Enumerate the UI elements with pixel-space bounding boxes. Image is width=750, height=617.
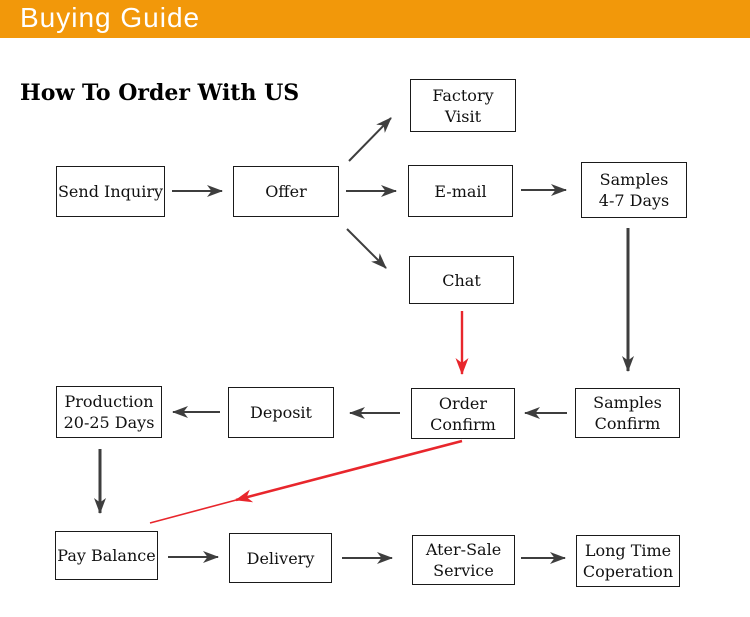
node-ater-sale-service-label: Ater-Sale Service xyxy=(425,540,502,580)
banner: Buying Guide xyxy=(0,0,750,38)
node-offer-label: Offer xyxy=(265,182,307,201)
node-offer: Offer xyxy=(233,166,339,217)
node-ater-sale-service: Ater-Sale Service xyxy=(412,535,515,585)
node-email: E-mail xyxy=(408,165,513,217)
node-factory-visit: Factory Visit xyxy=(410,79,516,132)
node-order-confirm-label: Order Confirm xyxy=(430,393,496,434)
banner-title: Buying Guide xyxy=(20,2,201,33)
arrow-offer-to-factory-visit xyxy=(348,117,392,162)
node-factory-visit-label: Factory Visit xyxy=(432,85,494,126)
node-long-time-coperation: Long Time Coperation xyxy=(576,535,680,587)
node-send-inquiry-label: Send Inquiry xyxy=(57,182,164,201)
node-samples-confirm: Samples Confirm xyxy=(575,388,680,438)
arrow-order-confirm-to-pay-balance xyxy=(235,439,463,503)
arrow-offer-to-chat xyxy=(346,228,387,269)
node-order-confirm: Order Confirm xyxy=(411,388,515,439)
node-samples-confirm-label: Samples Confirm xyxy=(593,393,662,433)
node-samples-4-7-days: Samples 4-7 Days xyxy=(581,162,687,218)
node-delivery-label: Delivery xyxy=(246,548,315,568)
node-chat: Chat xyxy=(409,256,514,304)
node-long-time-coperation-label: Long Time Coperation xyxy=(582,541,674,581)
node-production-20-25-days: Production 20-25 Days xyxy=(56,386,162,438)
node-delivery: Delivery xyxy=(229,533,332,583)
node-send-inquiry: Send Inquiry xyxy=(56,166,165,217)
node-chat-label: Chat xyxy=(442,270,481,290)
page-heading: How To Order With US xyxy=(20,80,300,106)
node-production-20-25-days-label: Production 20-25 Days xyxy=(63,392,155,432)
node-deposit-label: Deposit xyxy=(250,403,312,422)
node-deposit: Deposit xyxy=(228,387,334,438)
arrow-order-confirm-to-pay-balance-tail xyxy=(149,498,241,524)
node-samples-4-7-days-label: Samples 4-7 Days xyxy=(598,170,670,210)
node-email-label: E-mail xyxy=(434,181,487,201)
node-pay-balance-label: Pay Balance xyxy=(57,546,156,565)
node-pay-balance: Pay Balance xyxy=(55,531,158,580)
